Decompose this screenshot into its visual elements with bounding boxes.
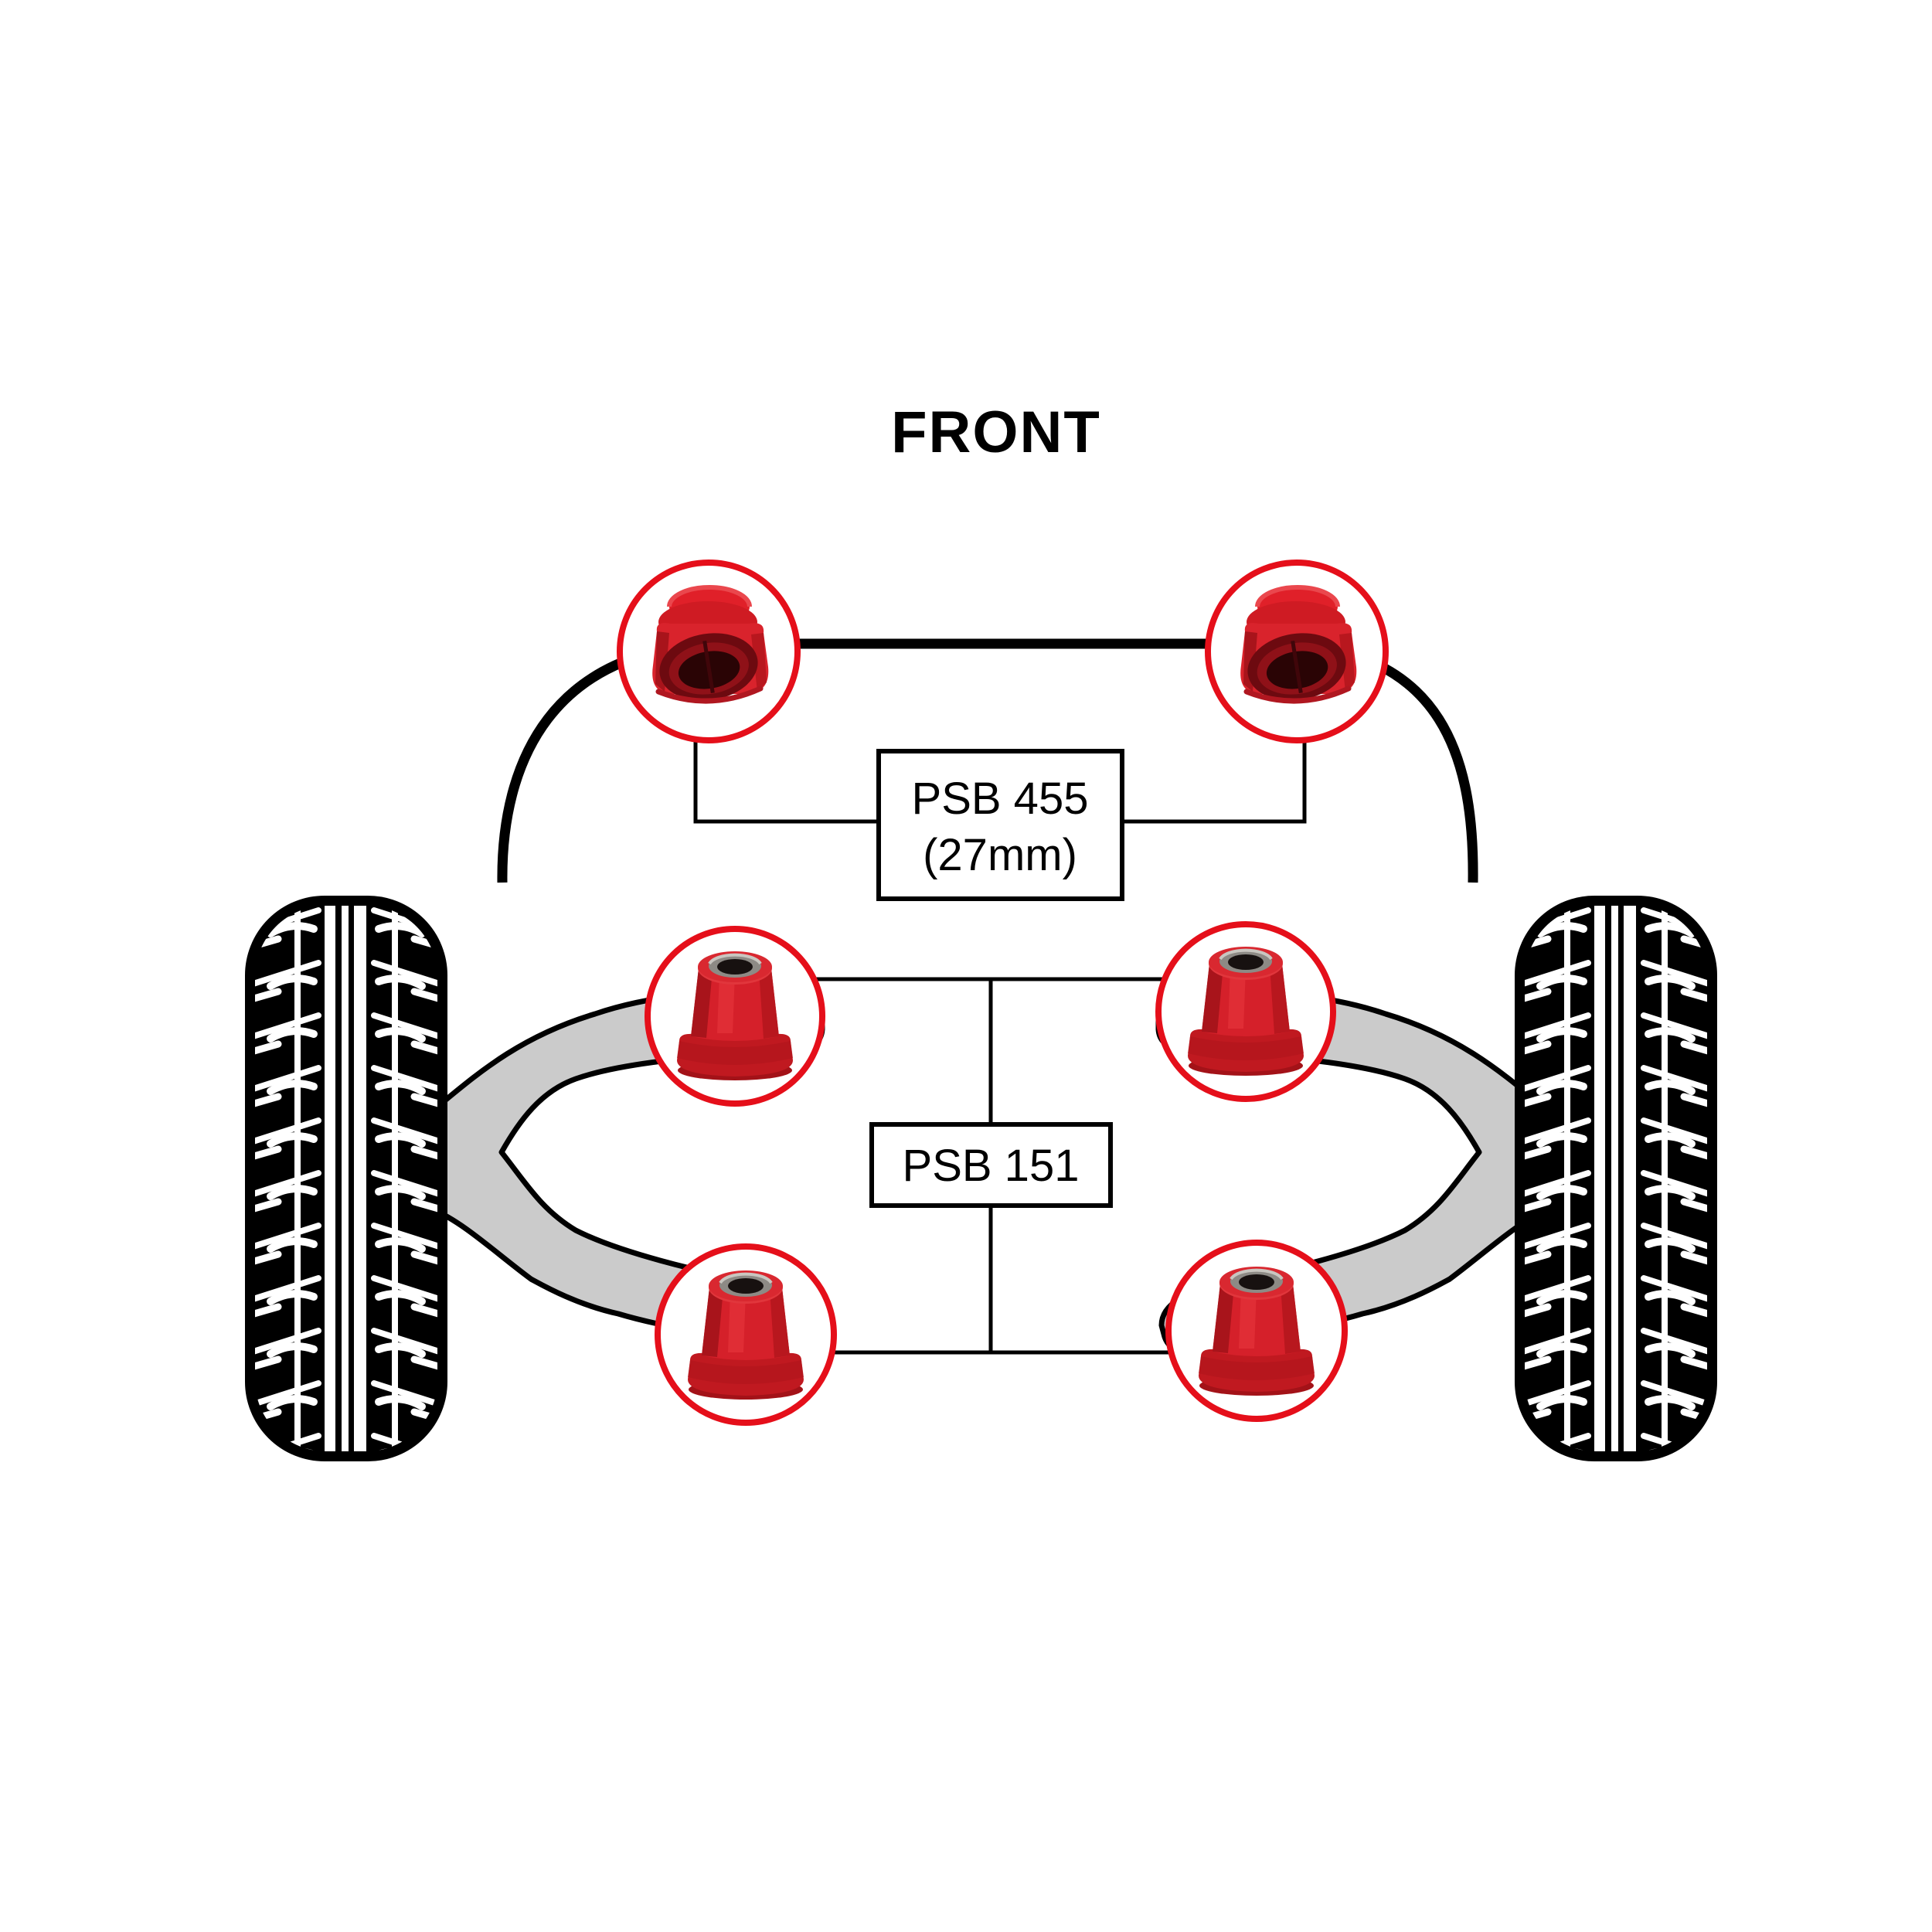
psb-455-part-number: PSB 455 xyxy=(912,774,1089,824)
psb-151-part-number: PSB 151 xyxy=(903,1141,1080,1191)
psb-455-size: (27mm) xyxy=(923,830,1077,880)
page-title: FRONT xyxy=(891,400,1101,465)
sway-bar-bushing-right xyxy=(1205,560,1389,743)
control-arm-bushing-upper-right xyxy=(1155,921,1336,1102)
control-arm-bushing-lower-left xyxy=(655,1243,837,1426)
control-arm-bushing-upper-left xyxy=(645,926,825,1107)
tire-right xyxy=(1517,898,1715,1459)
sway-bar-bushing-left xyxy=(617,560,801,743)
psb-151-callout-box: PSB 151 xyxy=(869,1122,1113,1208)
control-arm-bushing-lower-right xyxy=(1165,1240,1348,1422)
tire-left xyxy=(247,898,445,1459)
psb-455-callout-box: PSB 455 (27mm) xyxy=(876,749,1124,901)
